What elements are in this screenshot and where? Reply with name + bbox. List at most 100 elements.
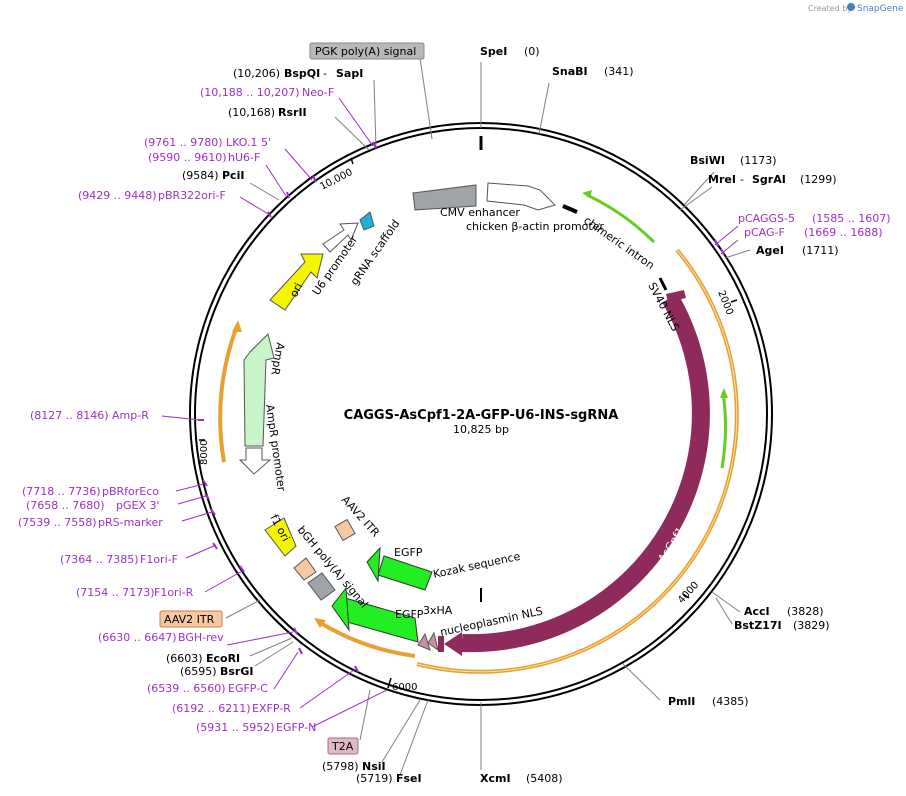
egfp-lower-label: EGFP: [395, 608, 424, 621]
primer-f1orir-range: (7154 .. 7173): [76, 586, 155, 599]
site-fsei-pos: (5719): [356, 772, 393, 785]
sv40-nls-feature: [666, 290, 686, 302]
site-nsii-pos: (5798): [322, 760, 359, 773]
site-agei-pos: (1711): [802, 244, 839, 257]
chimeric-intron-marker: [562, 204, 578, 214]
kozak-label: Kozak sequence: [432, 550, 522, 581]
chicken-promoter-feature: [486, 182, 556, 211]
t2a-box: [327, 737, 359, 755]
plasmid-name: CAGGS-AsCpf1-2A-GFP-U6-INS-sgRNA: [344, 408, 619, 423]
primer-prsmarker-name: pRS-marker: [98, 516, 163, 529]
primer-egfpn-name: EGFP-N: [276, 721, 316, 734]
site-xcmi-name: XcmI: [480, 772, 511, 785]
amp-arc: [218, 325, 239, 463]
primer-ampr-range: (8127 .. 8146): [30, 409, 109, 422]
ori-feature: [269, 253, 324, 311]
primer-pgex3-name: pGEX 3': [116, 499, 160, 512]
primer-pbrforeco-range: (7718 .. 7736): [22, 485, 101, 498]
primer-marks: [198, 141, 725, 673]
ascpf1-arc: [461, 293, 710, 653]
site-bsrgi-pos: (6595): [180, 665, 217, 678]
primer-exfpr-range: (6192 .. 6211): [172, 702, 251, 715]
primer-egfpn-range: (5931 .. 5952): [196, 721, 275, 734]
site-bstz17i-name: BstZ17I: [734, 619, 782, 632]
bgh-feature: [307, 572, 336, 601]
tick-label-2000: 2000: [715, 289, 735, 317]
tick-mark: [350, 157, 354, 165]
primer-neof-range: (10,188 .. 10,207): [200, 86, 300, 99]
site-mrei-sep: -: [740, 173, 744, 186]
primer-pcagf-name: pCAG-F: [744, 226, 785, 239]
site-bspqi-sep: -: [323, 67, 327, 80]
site-mrei-pos: (1299): [800, 173, 837, 186]
tick-mark: [387, 677, 392, 689]
ascpf1-arrowhead: [444, 632, 462, 656]
primer-pgex3-range: (7658 .. 7680): [26, 499, 105, 512]
ha-feature: [417, 632, 431, 651]
site-bsiwi-pos: (1173): [740, 154, 777, 167]
tick-mark: [682, 593, 690, 599]
egfp-lower-arrowhead: [331, 586, 350, 632]
site-xcmi-pos: (5408): [526, 772, 563, 785]
tick-label-10000: 10,000: [318, 167, 354, 193]
cag-arc-inner: [416, 249, 738, 673]
snapgene-logo-icon: [847, 3, 855, 11]
primer-f1orir-name: F1ori-R: [154, 586, 194, 599]
plasmid-length: 10,825 bp: [453, 423, 509, 436]
arc-arrow: [232, 320, 242, 332]
nls-feature: [427, 631, 439, 652]
site-rsrii-name: RsrII: [278, 106, 307, 119]
ori-label: ori: [287, 281, 305, 300]
site-snabi-name: SnaBI: [552, 65, 588, 78]
site-ecori-pos: (6603): [166, 652, 203, 665]
pgk-box: [309, 42, 425, 60]
site-spei-name: SpeI: [480, 45, 507, 58]
ha-label: 3xHA: [423, 604, 453, 617]
primer-bghrev-name: BGH-rev: [178, 631, 224, 644]
site-nsii-name: NsiI: [362, 760, 386, 773]
primer-pbr322-range: (9429 .. 9448): [78, 189, 157, 202]
tick-label-8000: 8000: [199, 440, 210, 465]
egfp-primer-arc: [317, 620, 416, 658]
site-sapi-name: SapI: [336, 67, 363, 80]
primer-hu6f-name: hU6-F: [228, 151, 260, 164]
egfp-upper-label: EGFP: [394, 546, 423, 559]
ampr-feature: [243, 333, 275, 447]
nls-bar: [438, 636, 444, 652]
site-mrei-name: MreI: [708, 173, 736, 186]
primer-pcaggs5-range: (1585 .. 1607): [812, 212, 891, 225]
ampr-label: AmpR: [268, 341, 287, 376]
primer-egfpc-range: (6539 .. 6560): [147, 682, 226, 695]
sv40-marker: [658, 277, 668, 291]
site-leader-lines: [225, 57, 751, 776]
primer-f1orif-range: (7364 .. 7385): [60, 553, 139, 566]
egfp-upper-arrowhead: [366, 546, 381, 583]
t2a-label: T2A: [331, 740, 354, 753]
cmv-label: CMV enhancer: [440, 206, 520, 219]
aav2-box: [159, 610, 223, 628]
cmv-enhancer-feature: [412, 184, 477, 211]
site-agei-name: AgeI: [756, 244, 784, 257]
site-bspqi-pos: (10,206): [233, 67, 280, 80]
tick-label-6000: 6000: [392, 682, 417, 693]
site-bsrgi-name: BsrGI: [220, 665, 253, 678]
credit-prefix: Created by: [808, 4, 852, 13]
site-ecori-name: EcoRI: [206, 652, 240, 665]
primer-lko15-name: LKO.1 5': [226, 136, 271, 149]
site-pmli-pos: (4385): [712, 695, 749, 708]
f1ori-feature: [264, 517, 297, 557]
grna-feature: [359, 211, 375, 231]
green-arc: [720, 391, 727, 469]
site-spei-pos: (0): [524, 45, 540, 58]
arc-arrow: [720, 388, 728, 398]
arc-arrow: [582, 190, 592, 198]
aav2-itr-small: [293, 557, 317, 581]
primer-ampr-name: Amp-R: [112, 409, 149, 422]
primer-hu6f-range: (9590 .. 9610): [148, 151, 227, 164]
intron-label: chimeric intron: [581, 214, 656, 272]
ampr-promoter-feature: [238, 447, 272, 475]
primer-pcagf-range: (1669 .. 1688): [804, 226, 883, 239]
primer-lko15-range: (9761 .. 9780): [144, 136, 223, 149]
aav2-itr-feature: [334, 518, 356, 542]
